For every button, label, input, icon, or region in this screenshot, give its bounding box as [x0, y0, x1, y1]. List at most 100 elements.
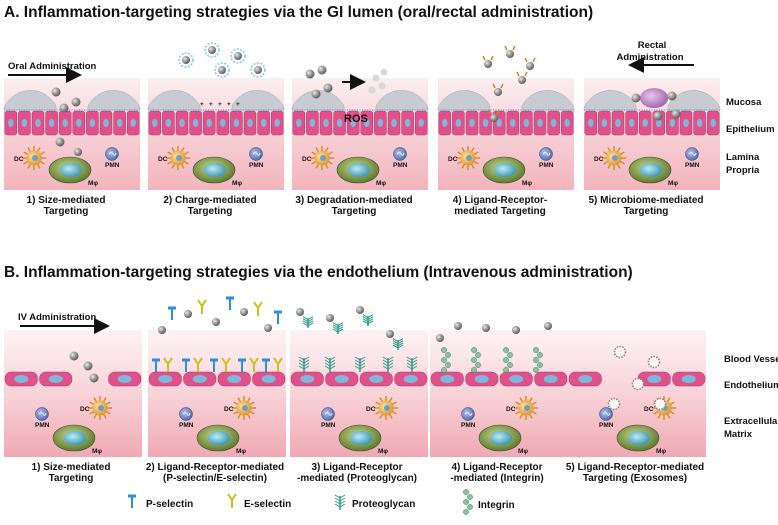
neutrophil [461, 407, 475, 421]
epithelial-nucleus [564, 119, 570, 127]
layer-label-endothelium: Endothelium [724, 380, 778, 391]
dendritic-cell [22, 146, 46, 170]
epithelial-nucleus [48, 119, 55, 127]
endothelial-nucleus [192, 375, 207, 383]
exosome [631, 377, 645, 391]
neutrophil-nucleus [688, 152, 697, 156]
pmn-label: PMN [105, 162, 120, 169]
proteoglycan [324, 356, 336, 372]
macrophage-nucleus [350, 431, 372, 445]
endothelial-nucleus [681, 375, 696, 383]
epithelial-nucleus [404, 119, 411, 127]
epithelial-nucleus [89, 119, 96, 127]
macrophage-nucleus [628, 431, 650, 445]
e-selectin [273, 357, 283, 372]
positive-charge: + [209, 101, 213, 108]
exosome [653, 397, 667, 411]
macrophage-label: Mφ [88, 180, 98, 187]
neutrophil [393, 147, 407, 161]
nanoparticle [74, 148, 82, 156]
charged-particle-shell [204, 42, 220, 58]
dc-label: DC [448, 156, 458, 163]
nanoparticle [436, 334, 444, 342]
dc-label: DC [224, 406, 234, 413]
epithelial-nucleus [615, 119, 621, 127]
panel-caption: (P-selectin/E-selectin) [163, 473, 267, 484]
panel-caption: Targeting [624, 206, 669, 217]
neutrophil-nucleus [542, 152, 551, 156]
nanoparticle [512, 326, 520, 334]
epithelial-nucleus [323, 119, 329, 127]
macrophage-label: Mφ [92, 448, 102, 455]
pmn-label: PMN [321, 422, 336, 429]
pmn-label: PMN [35, 422, 50, 429]
microbe [640, 88, 668, 108]
panel-caption: 1) Size-mediated [27, 195, 106, 206]
endothelial-nucleus [48, 375, 63, 383]
macrophage-label: Mφ [656, 448, 666, 455]
e-selectin [193, 357, 203, 372]
panel-caption: 5) Microbiome-mediated [588, 195, 703, 206]
epithelial-nucleus [260, 119, 267, 127]
nanoparticle [254, 66, 262, 74]
layer-label-mucosa: Mucosa [726, 97, 762, 108]
endothelial-nucleus [543, 375, 558, 383]
dc-label: DC [366, 406, 376, 413]
neutrophil-nucleus [182, 412, 191, 416]
nanoparticle [518, 76, 526, 84]
epithelial-nucleus [21, 119, 28, 127]
proteoglycan [406, 356, 418, 372]
nanoparticle [326, 314, 334, 322]
epithelial-nucleus [116, 119, 123, 127]
nanoparticle [494, 88, 502, 96]
panel-caption: 5) Ligand-Receptor-mediated [566, 462, 704, 473]
macrophage-label: Mφ [668, 180, 678, 187]
nanoparticle [51, 87, 61, 97]
proteoglycan [332, 322, 344, 334]
epithelial-nucleus [642, 119, 648, 127]
integrin [533, 347, 543, 373]
neutrophil-nucleus [108, 152, 117, 156]
epithelial-nucleus [377, 119, 384, 127]
nanoparticle [671, 109, 681, 119]
nanoparticle [317, 65, 327, 75]
e-selectin [227, 493, 237, 508]
neutrophil [599, 407, 613, 421]
nanoparticle [544, 322, 552, 330]
dc-label: DC [158, 156, 168, 163]
macrophage-label: Mφ [378, 448, 388, 455]
integrin [463, 489, 473, 515]
dc-label: DC [506, 406, 516, 413]
nanoparticle [71, 97, 81, 107]
e-selectin [249, 357, 259, 372]
pmn-label: PMN [685, 162, 700, 169]
neutrophil [321, 407, 335, 421]
epithelial-nucleus [455, 119, 462, 127]
panel-caption: mediated Targeting [454, 206, 546, 217]
charged-particle-shell [230, 48, 246, 64]
integrin [503, 347, 513, 373]
epithelial-nucleus [179, 119, 185, 127]
endothelial-nucleus [403, 375, 418, 383]
epithelial-nucleus [418, 119, 425, 127]
epithelial-nucleus [336, 119, 343, 127]
macrophage-label: Mφ [518, 448, 528, 455]
panel-caption: 4) Ligand-Receptor [451, 462, 542, 473]
exosome [607, 397, 621, 411]
epithelial-nucleus [442, 119, 448, 127]
neutrophil-nucleus [252, 152, 261, 156]
panel-caption: Targeting [332, 206, 377, 217]
macrophage-nucleus [348, 163, 370, 177]
layer-label-ecm-2: Matrix [724, 429, 753, 440]
panel-caption: 4) Ligand-Receptor- [453, 195, 547, 206]
epithelial-nucleus [206, 119, 212, 127]
nanoparticle [182, 56, 190, 64]
endothelial-nucleus [117, 375, 132, 383]
nanoparticle [240, 308, 248, 316]
pmn-label: PMN [249, 162, 264, 169]
panel-caption: Targeting [188, 206, 233, 217]
layer-label-lamina-2: Propria [726, 165, 760, 176]
